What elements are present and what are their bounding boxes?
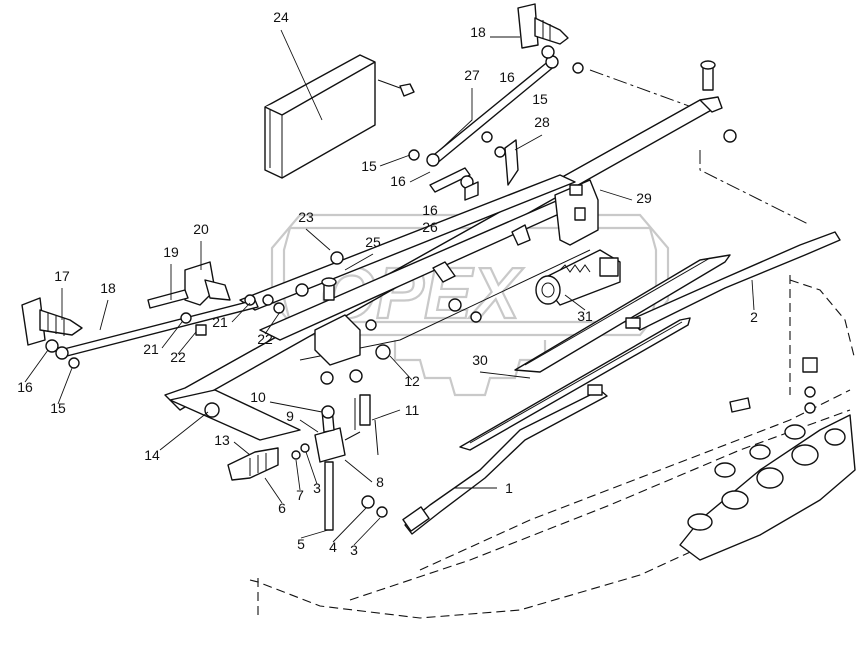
- callout-3: 3: [313, 480, 321, 496]
- callout-16: 16: [422, 202, 438, 218]
- callout-1: 1: [505, 480, 513, 496]
- callout-22: 22: [170, 349, 186, 365]
- callout-15: 15: [532, 91, 548, 107]
- wiper-blades: [402, 231, 841, 535]
- callout-25: 25: [365, 234, 381, 250]
- callout-23: 23: [298, 209, 314, 225]
- callout-4: 4: [329, 539, 337, 555]
- callout-30: 30: [472, 352, 488, 368]
- wiper-motor: [535, 249, 621, 306]
- callout-10: 10: [250, 389, 266, 405]
- callout-8: 8: [376, 474, 384, 490]
- callout-22: 22: [257, 331, 273, 347]
- frame-tubes: [164, 60, 737, 441]
- callout-28: 28: [534, 114, 550, 130]
- callout-2: 2: [750, 309, 758, 325]
- callout-29: 29: [636, 190, 652, 206]
- link-rods: [55, 55, 559, 360]
- callout-16: 16: [390, 173, 406, 189]
- callout-6: 6: [278, 500, 286, 516]
- callout-26: 26: [422, 219, 438, 235]
- callout-5: 5: [297, 536, 305, 552]
- callout-24: 24: [273, 9, 289, 25]
- fasteners: [244, 131, 751, 413]
- callout-3: 3: [350, 542, 358, 558]
- motor-bracket: [554, 179, 599, 246]
- callout-18: 18: [470, 24, 486, 40]
- callout-21: 21: [143, 341, 159, 357]
- callout-15: 15: [50, 400, 66, 416]
- callout-17: 17: [54, 268, 70, 284]
- front-panel: [679, 357, 856, 561]
- leader-lines: [24, 29, 755, 546]
- control-box: [264, 54, 415, 179]
- callout-9: 9: [286, 408, 294, 424]
- callout-19: 19: [163, 244, 179, 260]
- callout-12: 12: [404, 373, 420, 389]
- callout-15: 15: [361, 158, 377, 174]
- pivot-brackets: [147, 261, 309, 481]
- callout-21: 21: [212, 314, 228, 330]
- callout-7: 7: [296, 487, 304, 503]
- callout-11: 11: [405, 402, 420, 418]
- callout-31: 31: [577, 308, 593, 324]
- pivot-assemblies: [21, 3, 584, 369]
- callout-27: 27: [464, 67, 480, 83]
- callout-14: 14: [144, 447, 160, 463]
- callout-20: 20: [193, 221, 209, 237]
- callout-numbers: 2418162715281516291623262025191718231212…: [17, 9, 758, 558]
- callout-18: 18: [100, 280, 116, 296]
- center-clamp: [291, 251, 391, 531]
- callout-13: 13: [214, 432, 230, 448]
- callout-16: 16: [499, 69, 515, 85]
- callout-16: 16: [17, 379, 33, 395]
